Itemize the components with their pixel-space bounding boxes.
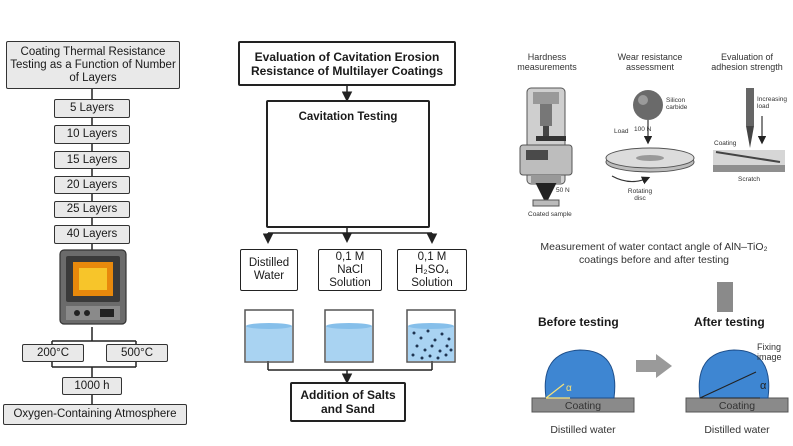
load-100-label: 100 N	[634, 126, 652, 133]
left-flow-connectors	[51, 88, 137, 404]
temp-200-box: 200°C	[22, 344, 84, 362]
coating-small-label: Coating	[714, 140, 737, 147]
coated-sample-label: Coated sample	[528, 211, 572, 218]
fixing-image-label: Fixing image	[757, 342, 782, 362]
load-label: Load	[614, 128, 629, 135]
layer-box-15: 15 Layers	[54, 151, 130, 169]
cavitation-evaluation-title: Evaluation of Cavitation Erosion Resista…	[250, 49, 444, 78]
after-testing-label: After testing	[694, 315, 765, 329]
solution-label: 0,1 M H₂SO₄ Solution	[411, 250, 453, 289]
adhesion-label: Evaluation of adhesion strength	[711, 52, 783, 72]
layer-label: 15 Layers	[66, 153, 118, 166]
thermal-resistance-title: Coating Thermal Resistance Testing as a …	[10, 45, 176, 84]
layer-box-25: 25 Layers	[54, 201, 130, 218]
layer-label: 40 Layers	[66, 228, 118, 240]
solution-box-h2so4: 0,1 M H₂SO₄ Solution	[397, 249, 467, 291]
rotating-disc-label: Rotating disc	[627, 188, 653, 202]
cavitation-testing-label: Cavitation Testing	[298, 111, 398, 123]
coating-before-label: Coating	[564, 400, 602, 412]
hardness-tester	[519, 87, 573, 207]
addition-label: Addition of Salts and Sand	[300, 388, 396, 416]
furnace-illustration	[59, 249, 127, 325]
temp-500-box: 500°C	[106, 344, 168, 362]
alpha-before-label: α	[566, 383, 572, 394]
temp-high-label: 500°C	[120, 346, 154, 359]
before-testing-label: Before testing	[538, 315, 619, 329]
layer-box-20: 20 Layers	[54, 176, 130, 194]
increasing-load-label: Increasing load	[757, 96, 787, 110]
thermal-resistance-title-box: Coating Thermal Resistance Testing as a …	[6, 41, 180, 89]
contact-angle-illustration	[531, 282, 789, 413]
layer-box-10: 10 Layers	[54, 125, 130, 144]
alpha-after-label: α	[760, 380, 767, 392]
solution-beakers	[244, 309, 456, 363]
contact-angle-title: Measurement of water contact angle of Al…	[540, 241, 768, 266]
hardness-label: Hardness measurements	[517, 52, 577, 72]
layer-label: 20 Layers	[66, 178, 118, 191]
cavitation-evaluation-title-box: Evaluation of Cavitation Erosion Resista…	[238, 41, 456, 86]
temp-low-label: 200°C	[36, 346, 70, 359]
scratch-test	[713, 88, 785, 172]
distilled-water-before-label: Distilled water	[550, 424, 616, 436]
solution-label: 0,1 M NaCl Solution	[329, 250, 371, 289]
layer-label: 5 Layers	[69, 102, 115, 114]
wear-label: Wear resistance assessment	[617, 52, 683, 72]
solution-box-water: Distilled Water	[240, 249, 298, 291]
layer-box-40: 40 Layers	[54, 225, 130, 244]
atmosphere-box: Oxygen-Containing Atmosphere	[3, 404, 187, 425]
coating-after-label: Coating	[718, 400, 756, 412]
addition-box: Addition of Salts and Sand	[290, 382, 406, 422]
duration-label: 1000 h	[74, 379, 110, 392]
silicon-carbide-label: Silicon carbide	[666, 97, 688, 111]
wear-test-disc	[605, 90, 695, 185]
solution-box-nacl: 0,1 M NaCl Solution	[318, 249, 382, 291]
layer-box-5: 5 Layers	[54, 99, 130, 118]
distilled-water-after-label: Distilled water	[704, 424, 770, 436]
load-50-label: 50 N	[556, 187, 570, 194]
duration-box: 1000 h	[62, 377, 122, 395]
scratch-label: Scratch	[738, 176, 761, 183]
layer-label: 10 Layers	[66, 128, 118, 140]
cavitation-testing-box: Cavitation Testing	[266, 100, 430, 228]
solution-label: Distilled Water	[248, 257, 290, 282]
layer-label: 25 Layers	[66, 203, 118, 215]
atmosphere-label: Oxygen-Containing Atmosphere	[13, 408, 177, 420]
